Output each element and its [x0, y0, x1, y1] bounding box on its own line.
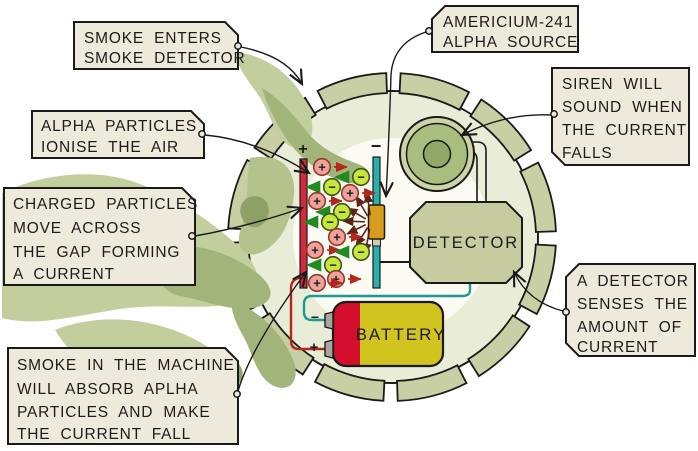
svg-text:+: + [313, 194, 321, 209]
box-detector-senses [565, 263, 696, 357]
detector-label: DETECTOR [413, 234, 519, 252]
callout-boxes [3, 5, 696, 445]
label-line: SMOKE ENTERS [84, 30, 222, 47]
label-line: ALPHA PARTICLES [41, 118, 197, 135]
label-line: CURRENT [577, 339, 658, 356]
box-smoke-enters [73, 21, 239, 70]
ring-segment [467, 314, 531, 378]
label-line: CHARGED PARTICLES [13, 196, 198, 213]
label-line: AMOUNT OF [577, 319, 682, 336]
svg-text:−: − [338, 205, 346, 220]
label-line: A DETECTOR [577, 273, 689, 290]
negative-ion: − [334, 167, 371, 187]
electrode-positive [299, 158, 308, 289]
ring-segment [313, 362, 386, 402]
negative-ion: − [334, 242, 371, 262]
svg-text:−: − [328, 180, 336, 195]
svg-text:−: − [329, 258, 337, 273]
ring-segment [398, 72, 471, 112]
americium-source [367, 204, 386, 240]
negative-ion: − [303, 212, 340, 232]
line-smoke-enters [240, 46, 302, 84]
svg-text:+: + [333, 230, 341, 245]
label-line: THE CURRENT [562, 122, 687, 139]
label-line: SENSES THE [577, 296, 688, 313]
svg-text:+: + [346, 186, 354, 201]
label-line: IONISE THE AIR [41, 139, 179, 156]
box-charged-particles [3, 187, 196, 286]
box-siren [551, 67, 690, 166]
label-line: AMERICIUM-241 [443, 14, 573, 31]
alpha-ray-arrow [346, 223, 367, 235]
positive-ion: + [340, 183, 376, 203]
detector-box [409, 201, 523, 284]
positive-ion: + [307, 273, 343, 293]
line-alpha-ionise [204, 134, 309, 173]
ring-segment [469, 98, 533, 162]
box-americium [431, 5, 579, 53]
line-smoke-absorbs [237, 272, 306, 392]
svg-text:+: + [318, 160, 326, 175]
positive-ion: + [327, 227, 363, 247]
svg-text:−: − [357, 170, 365, 185]
source-mount [372, 238, 381, 247]
positive-ion: + [312, 157, 348, 177]
cathode-sign: − [371, 136, 382, 156]
battery-positive-sign: + [310, 339, 319, 356]
label-line: ALPHA SOURCE [443, 34, 578, 51]
callout-dots [188, 27, 570, 398]
callout-lines [194, 31, 564, 392]
negative-ion: − [305, 177, 342, 197]
anode-sign: + [298, 141, 307, 158]
line-siren [462, 114, 552, 135]
battery-label: BATTERY [356, 325, 447, 344]
label-line: FALLS [562, 145, 613, 162]
ring-segment [517, 243, 557, 316]
ions: +−−++−−++−−++ [303, 157, 376, 293]
battery-negative-sign: − [311, 309, 319, 325]
line-americium [386, 31, 427, 196]
label-line: SOUND WHEN [562, 99, 683, 116]
svg-text:+: + [313, 276, 321, 291]
wire-negative [302, 284, 472, 322]
battery-terminal-negative [324, 311, 334, 330]
label-line: A CURRENT [13, 266, 115, 283]
label-line: SMOKE DETECTOR [84, 50, 245, 67]
battery-terminal-positive [324, 339, 334, 359]
svg-text:+: + [332, 272, 340, 287]
label-line: SMOKE IN THE MACHINE [17, 357, 235, 374]
label-line: THE CURRENT FALL [17, 426, 191, 443]
svg-text:−: − [326, 215, 334, 230]
line-detector-senses [514, 272, 564, 312]
box-smoke-absorbs [7, 347, 239, 445]
callout-texts: SMOKE ENTERS SMOKE DETECTOR AMERICIUM-24… [13, 14, 689, 443]
box-alpha-ionise [31, 110, 205, 159]
alpha-ray-arrow [355, 195, 369, 217]
svg-text:−: − [357, 245, 365, 260]
label-line: PARTICLES AND MAKE [17, 404, 211, 421]
label-line: WILL ABSORB APLHA [17, 381, 199, 398]
alpha-ray-arrow [342, 216, 365, 227]
battery: BATTERY − + [310, 300, 447, 368]
line-charged-particles [194, 208, 302, 237]
ring-segment [316, 72, 388, 110]
negative-ion: − [315, 202, 352, 222]
svg-text:+: + [311, 243, 319, 258]
siren [399, 116, 475, 192]
label-line: SIREN WILL [562, 76, 663, 93]
label-line: THE GAP FORMING [13, 244, 180, 261]
ring-segment [519, 161, 557, 233]
ring-segment [396, 364, 468, 402]
negative-ion: − [306, 255, 343, 275]
label-line: MOVE ACROSS [13, 220, 141, 237]
